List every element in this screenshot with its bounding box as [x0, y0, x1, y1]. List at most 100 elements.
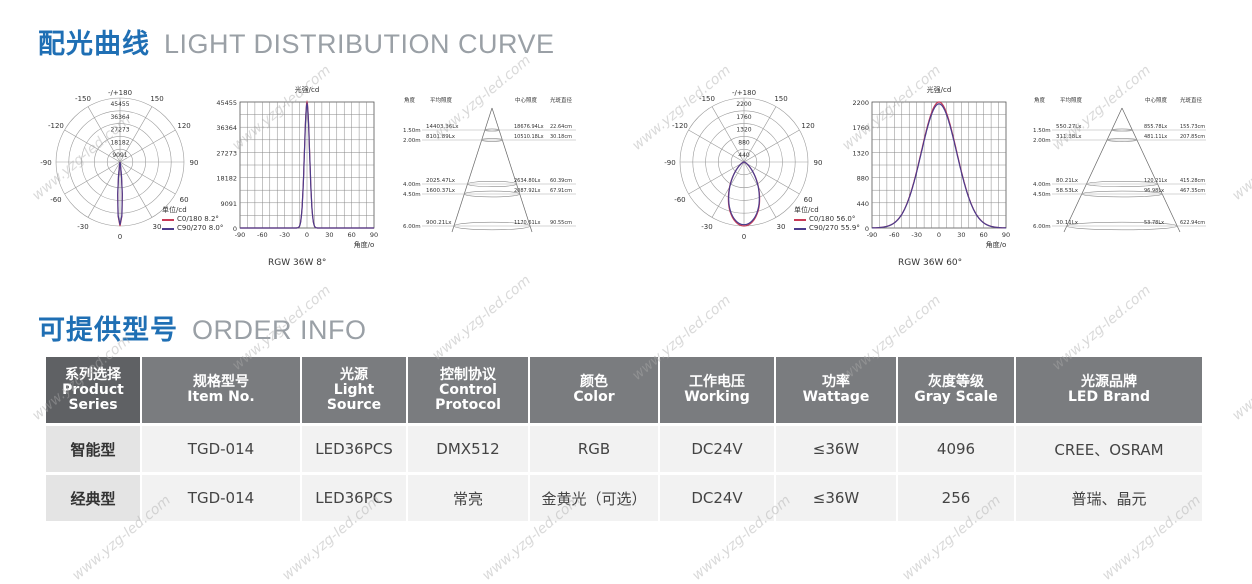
- illum-diameter: 207.85cm: [1180, 134, 1205, 140]
- illum-header: 平均照度: [430, 96, 453, 104]
- cell-item-no: TGD-014: [142, 426, 300, 472]
- polar-diagram: -/+1801501209060300-30-60-90-120-1502200…: [664, 89, 822, 241]
- illum-center: 120.21Lx: [1144, 178, 1167, 184]
- polar-unit: 单位/cd: [162, 206, 187, 214]
- polar-spoke: [743, 161, 777, 218]
- polar-angle-label: -90: [664, 159, 675, 167]
- table-row: 智能型 TGD-014 LED36PCS DMX512 RGB DC24V ≤3…: [46, 426, 1202, 472]
- y-tick-label: 2200: [852, 99, 869, 107]
- y-tick-label: 440: [857, 200, 869, 208]
- illum-diameter: 22.64cm: [550, 124, 572, 130]
- legend-c0-label: C0/180 8.2°: [177, 215, 219, 223]
- x-tick-label: -30: [279, 231, 290, 239]
- order-info-title: 可提供型号 ORDER INFO: [38, 308, 367, 347]
- beam-spot: [1086, 181, 1158, 187]
- x-tick-label: -90: [867, 231, 878, 239]
- x-tick-label: 90: [370, 231, 378, 239]
- polar-spoke: [64, 161, 121, 195]
- cone-edge: [491, 107, 533, 233]
- cell-wattage: ≤36W: [776, 475, 896, 521]
- legend-c90: C90/270 55.9°: [794, 224, 860, 233]
- illum-center: 481.11Lx: [1144, 134, 1167, 140]
- polar-lobe: [728, 161, 760, 226]
- polar-ring-label: 1760: [736, 114, 751, 121]
- illum-diameter: 622.94cm: [1180, 220, 1205, 226]
- polar-spoke: [743, 106, 777, 163]
- polar-angle-label: 150: [150, 95, 163, 103]
- illum-distance: 6.00m: [1033, 224, 1051, 230]
- polar-unit: 单位/cd: [794, 206, 819, 214]
- illum-distance: 4.50m: [403, 192, 421, 198]
- beam-spot: [1081, 190, 1163, 198]
- polar-spoke: [688, 161, 745, 195]
- x-tick-label: 30: [957, 231, 965, 239]
- illum-average: 8101.89Lx: [426, 134, 456, 140]
- polar-diagram: -/+1801501209060300-30-60-90-120-1504545…: [40, 89, 198, 241]
- polar-angle-label: -90: [40, 159, 51, 167]
- x-tick-label: -30: [911, 231, 922, 239]
- caption-narrow: RGW 36W 8°: [268, 258, 327, 268]
- polar-angle-label: 120: [177, 122, 190, 130]
- polar-lobe: [117, 162, 123, 225]
- illum-distance: 4.50m: [1033, 192, 1051, 198]
- header-en: Working: [684, 389, 750, 405]
- polar-ring-label: 1320: [736, 127, 751, 134]
- illum-center: 53.78Lx: [1144, 220, 1164, 226]
- polar-ring-label: 36364: [110, 114, 129, 121]
- illum-average: 30.11Lx: [1056, 220, 1079, 226]
- x-tick-label: -60: [889, 231, 900, 239]
- polar-ring-label: 27273: [110, 127, 129, 134]
- watermark-text: www.yzg-led.com: [429, 272, 534, 364]
- cone-edge: [1121, 107, 1181, 233]
- polar-spoke: [688, 129, 745, 163]
- polar-angle-label: -60: [674, 196, 685, 204]
- beam-spot: [484, 128, 500, 132]
- header-en: LED Brand: [1068, 389, 1150, 405]
- caption-wide: RGW 36W 60°: [898, 258, 963, 268]
- illum-distance: 1.50m: [403, 128, 421, 134]
- illum-header: 中心照度: [515, 96, 538, 104]
- y-axis-label: 光强/cd: [295, 85, 320, 94]
- header-en: Wattage: [802, 389, 870, 405]
- illum-header: 角度: [404, 96, 416, 104]
- polar-legend-wide: 单位/cd C0/180 56.0° C90/270 55.9°: [794, 206, 860, 233]
- header-zh: 光源: [340, 366, 368, 383]
- y-tick-label: 880: [857, 175, 869, 183]
- illum-center: 2634.80Lx: [514, 178, 540, 184]
- polar-ring-label: 2200: [736, 101, 751, 108]
- illum-header: 光斑直径: [550, 96, 573, 104]
- polar-angle-label: -120: [672, 122, 688, 130]
- polar-ring-label: 440: [738, 152, 750, 159]
- cell-working: DC24V: [660, 426, 774, 472]
- polar-angle-label: 30: [777, 223, 786, 231]
- polar-spoke: [87, 161, 121, 218]
- header-en: Item No.: [187, 389, 255, 405]
- y-tick-label: 45455: [216, 99, 237, 107]
- header-zh: 灰度等级: [928, 374, 984, 390]
- x-tick-label: -60: [257, 231, 268, 239]
- header-zh: 控制协议: [440, 366, 496, 383]
- header-zh: 系列选择: [65, 366, 121, 383]
- illum-distance: 4.00m: [403, 182, 421, 188]
- polar-legend-narrow: 单位/cd C0/180 8.2° C90/270 8.0°: [162, 206, 223, 233]
- polar-spoke: [64, 129, 121, 163]
- beam-spot: [1066, 221, 1178, 231]
- cell-wattage: ≤36W: [776, 426, 896, 472]
- polar-spoke: [711, 161, 745, 218]
- intensity-curve: [240, 101, 374, 229]
- x-tick-label: 0: [937, 231, 941, 239]
- polar-top-label: -/+180: [108, 89, 132, 97]
- row-series: 经典型: [46, 475, 140, 521]
- illum-diameter: 60.39cm: [550, 178, 572, 184]
- beam-spot: [463, 190, 521, 198]
- header-en: Color: [573, 389, 615, 405]
